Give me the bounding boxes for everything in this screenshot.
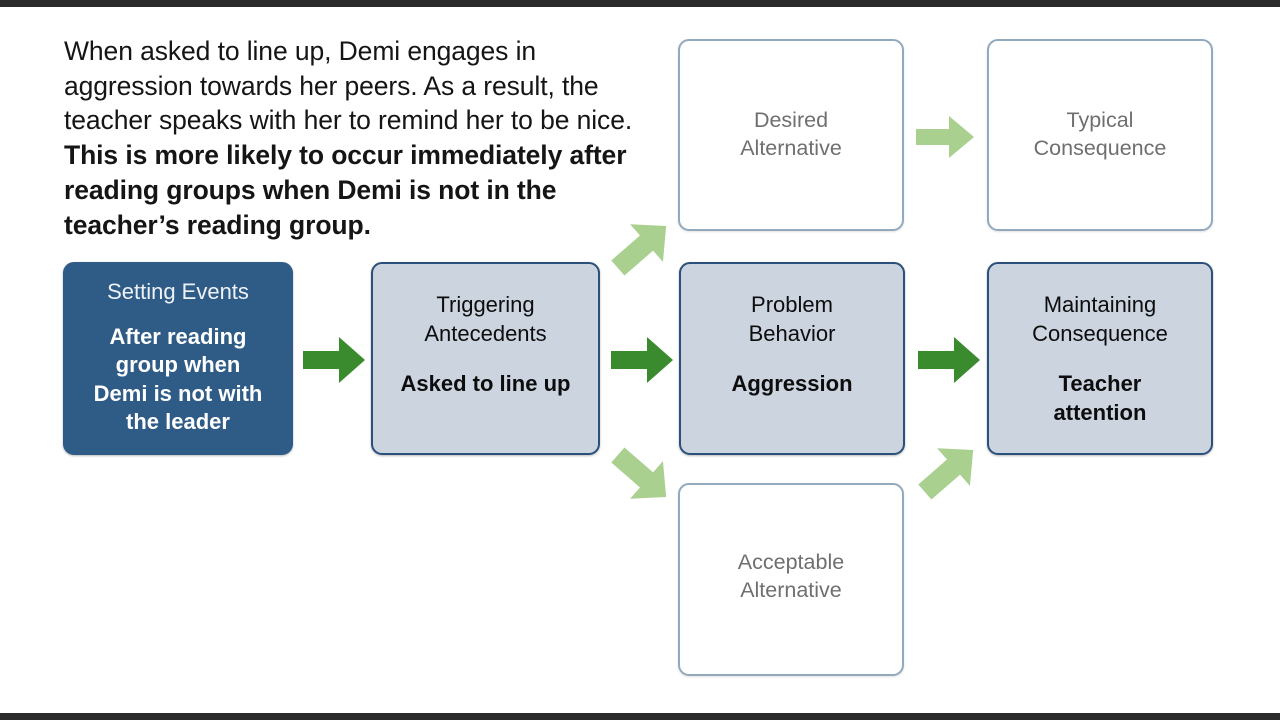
box-problem-behavior[interactable]: Problem Behavior Aggression — [679, 262, 905, 455]
box-triggering-antecedents-title: Triggering Antecedents — [424, 292, 547, 346]
box-triggering-antecedents-value: Asked to line up — [400, 371, 571, 397]
narrative-regular-text: When asked to line up, Demi engages in a… — [64, 36, 633, 136]
box-problem-behavior-title: Problem Behavior — [748, 292, 836, 346]
letterbox-bottom-bar — [0, 713, 1280, 720]
box-problem-behavior-value: Aggression — [731, 371, 853, 397]
letterbox-top-bar — [0, 0, 1280, 7]
arrow-antecedent-to-behavior — [611, 337, 673, 383]
box-setting-events-value: After reading group when Demi is not wit… — [93, 323, 263, 435]
box-acceptable-alternative[interactable]: Acceptable Alternative — [678, 483, 904, 676]
box-setting-events[interactable]: Setting Events After reading group when … — [63, 262, 293, 455]
box-typical-consequence[interactable]: Typical Consequence — [987, 39, 1213, 231]
box-maintaining-consequence[interactable]: Maintaining Consequence Teacher attentio… — [987, 262, 1213, 455]
arrow-setting-to-antecedent — [303, 337, 365, 383]
narrative-bold-text: This is more likely to occur immediately… — [64, 140, 627, 240]
box-desired-alternative[interactable]: Desired Alternative — [678, 39, 904, 231]
narrative-paragraph: When asked to line up, Demi engages in a… — [64, 34, 654, 242]
box-setting-events-title: Setting Events — [107, 279, 249, 304]
box-triggering-antecedents[interactable]: Triggering Antecedents Asked to line up — [371, 262, 600, 455]
arrow-antecedent-to-acceptable — [606, 445, 678, 507]
box-acceptable-alternative-title: Acceptable Alternative — [737, 550, 845, 602]
arrow-acceptable-to-maintaining — [913, 440, 985, 502]
arrow-desired-to-typical — [916, 116, 974, 158]
arrow-behavior-to-consequence — [918, 337, 980, 383]
box-maintaining-consequence-value: Teacher attention — [1053, 371, 1147, 425]
box-desired-alternative-title: Desired Alternative — [740, 108, 842, 160]
box-maintaining-consequence-title: Maintaining Consequence — [1032, 292, 1168, 346]
box-typical-consequence-title: Typical Consequence — [1033, 108, 1167, 160]
